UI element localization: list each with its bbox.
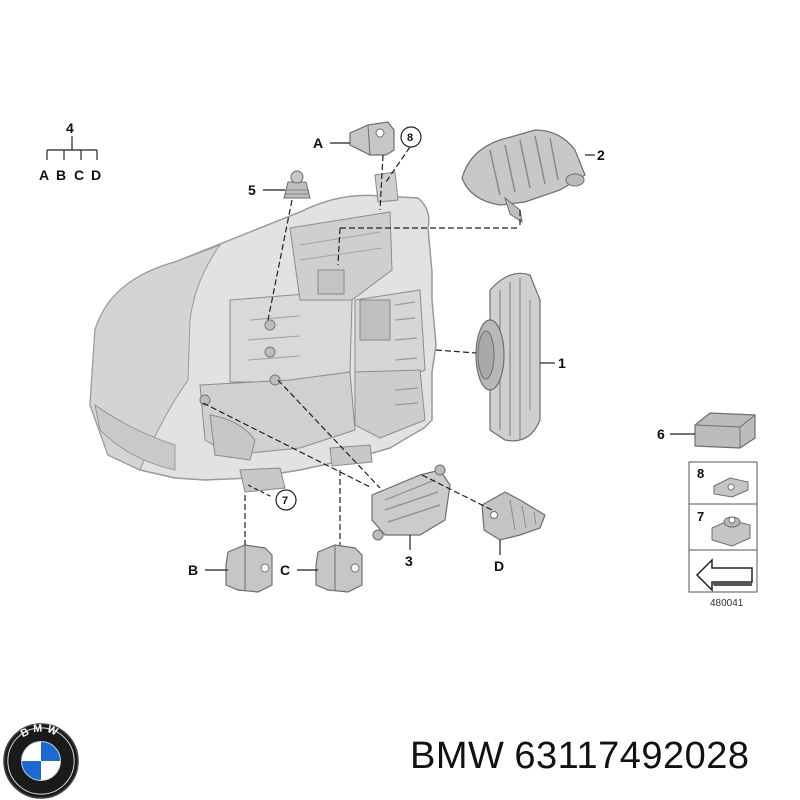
bracket-a — [349, 121, 395, 156]
brand-name: BMW — [410, 735, 505, 777]
panel-num-8: 8 — [697, 466, 704, 481]
callout-tree-c: C — [74, 167, 84, 183]
leader-lines — [46, 136, 695, 571]
callout-d: D — [494, 558, 504, 574]
callout-7-circle — [275, 489, 297, 511]
bracket-d — [481, 491, 546, 541]
headlight-housing — [89, 171, 437, 493]
svg-text:BMW: BMW — [19, 723, 63, 741]
callout-3: 3 — [405, 553, 413, 569]
part-number: 63117492028 — [514, 735, 750, 777]
spire-nut-icon — [711, 516, 751, 547]
callout-8: 8 — [407, 132, 413, 144]
callout-6: 6 — [657, 426, 665, 442]
callout-5: 5 — [248, 182, 256, 198]
part-5-plug — [283, 170, 311, 199]
callout-4: 4 — [66, 120, 74, 136]
callout-8-circle — [400, 126, 422, 148]
bmw-logo: BMW — [3, 723, 79, 799]
clip-nut-icon — [713, 477, 749, 498]
part-6-pad — [694, 412, 756, 449]
diagram-id: 480041 — [710, 598, 744, 609]
callout-2: 2 — [597, 147, 605, 163]
bracket-b — [225, 544, 273, 593]
callout-a: A — [313, 135, 323, 151]
logo-letters: BMW — [19, 723, 59, 741]
callout-1: 1 — [558, 355, 566, 371]
part-2-control-module — [461, 129, 586, 224]
callout-tree-b: B — [56, 167, 66, 183]
callout-7: 7 — [282, 495, 288, 507]
callout-c: C — [280, 562, 290, 578]
callout-labels: 4 A B C D A 8 2 5 1 7 3 D B C 6 — [39, 120, 665, 578]
direction-arrow-icon — [695, 558, 753, 592]
panel-num-7: 7 — [697, 509, 704, 524]
side-panel: 8 7 480041 — [688, 461, 758, 609]
part-3-module — [371, 464, 451, 541]
callout-b: B — [188, 562, 198, 578]
part-1-module — [475, 272, 541, 442]
callout-tree-d: D — [91, 167, 101, 183]
bracket-c — [315, 544, 363, 593]
callout-tree-a: A — [39, 167, 49, 183]
